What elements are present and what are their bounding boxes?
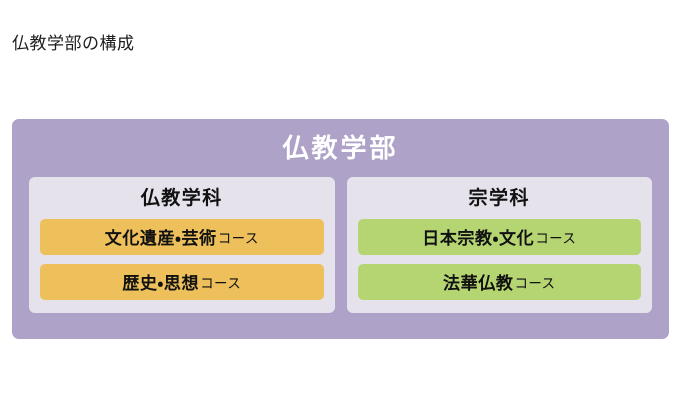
course-pill[interactable]: 文化遺産・芸術コース: [40, 218, 324, 255]
course-name: 文化遺産・芸術: [104, 229, 217, 249]
department-columns: 仏教学科 文化遺産・芸術コース 歴史・思想コース 宗学科 日本宗教・文化コース …: [29, 177, 652, 313]
page-title: 仏教学部の構成: [12, 34, 135, 53]
department-card: 仏教学科 文化遺産・芸術コース 歴史・思想コース: [29, 177, 335, 313]
course-suffix: コース: [217, 230, 259, 246]
department-card: 宗学科 日本宗教・文化コース 法華仏教コース: [346, 177, 652, 313]
course-pill[interactable]: 日本宗教・文化コース: [357, 218, 641, 255]
course-name: 日本宗教・文化: [422, 229, 535, 249]
department-name: 仏教学科: [140, 188, 223, 209]
course-list: 文化遺産・芸術コース 歴史・思想コース: [40, 218, 324, 300]
course-name: 法華仏教: [443, 274, 514, 294]
faculty-name: 仏教学部: [282, 133, 399, 163]
department-name: 宗学科: [468, 188, 530, 209]
course-pill[interactable]: 法華仏教コース: [357, 263, 641, 300]
course-pill[interactable]: 歴史・思想コース: [40, 263, 324, 300]
course-suffix: コース: [514, 275, 556, 291]
course-suffix: コース: [200, 275, 242, 291]
faculty-panel: 仏教学部 仏教学科 文化遺産・芸術コース 歴史・思想コース 宗学科 日本宗教・文…: [12, 119, 669, 339]
course-name: 歴史・思想: [122, 274, 200, 294]
course-list: 日本宗教・文化コース 法華仏教コース: [357, 218, 641, 300]
course-suffix: コース: [535, 230, 577, 246]
